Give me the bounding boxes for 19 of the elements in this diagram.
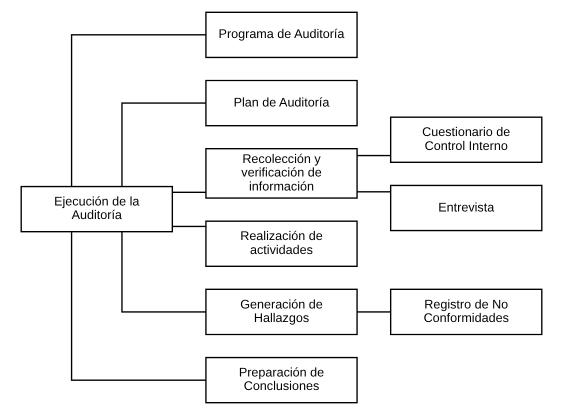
node-box: Preparación de Conclusiones [204,356,358,404]
connector [172,226,206,228]
node-box: Programa de Auditoría [204,12,358,58]
connector [356,311,390,313]
node-box: Generación de Hallazgos [204,288,358,336]
node-box: Plan de Auditoría [204,80,358,126]
connector [356,154,390,156]
connector [70,232,206,381]
node-box: Registro de No Conformidades [389,288,542,336]
node-box: Cuestionario de Control Interno [389,116,542,164]
connector [120,232,205,313]
connector [120,102,205,186]
connector [172,192,206,193]
node-box: Ejecución de la Auditoría [20,186,173,232]
node-box: Entrevista [389,184,542,232]
node-box: Recolección y verificación de información [204,148,358,199]
connector [70,34,206,186]
node-box: Realización de actividades [204,220,358,267]
connector [356,191,390,192]
